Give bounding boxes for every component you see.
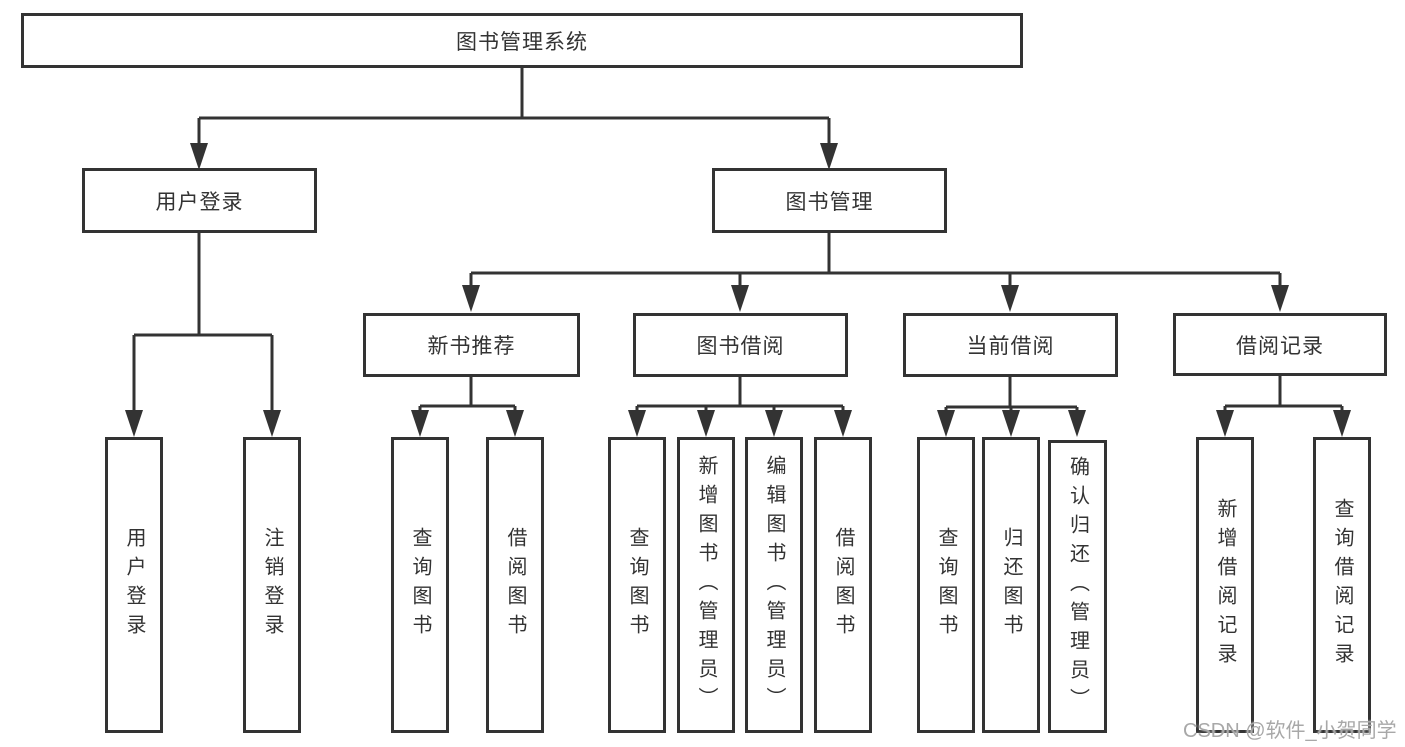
node-label: 查询图书 [626, 527, 648, 643]
node-book-borrow: 图书借阅 [633, 313, 848, 377]
node-label: 编辑图书（管理员） [763, 454, 785, 716]
node-label: 借阅图书 [832, 527, 854, 643]
node-leaf-logout: 注销登录 [243, 437, 301, 733]
node-leaf-user-login: 用户登录 [105, 437, 163, 733]
node-label: 查询借阅记录 [1331, 498, 1353, 672]
node-leaf-borrow-books: 借阅图书 [814, 437, 872, 733]
node-label: 图书管理 [785, 190, 874, 214]
watermark: CSDN @软件_小贺同学 [1183, 720, 1397, 742]
node-label: 借阅记录 [1236, 334, 1324, 358]
node-leaf-confirm-return-admin: 确认归还（管理员） [1048, 440, 1107, 733]
node-label: 用户登录 [155, 190, 244, 214]
node-new-book-recommend: 新书推荐 [363, 313, 580, 377]
node-label: 查询图书 [935, 527, 957, 643]
node-leaf-query-borrow-record: 查询借阅记录 [1313, 437, 1371, 733]
node-label: 查询图书 [409, 527, 431, 643]
node-label: 图书借阅 [696, 335, 785, 358]
node-label: 当前借阅 [966, 335, 1055, 358]
node-leaf-edit-books-admin: 编辑图书（管理员） [745, 437, 803, 733]
node-leaf-add-borrow-record: 新增借阅记录 [1196, 437, 1254, 733]
node-leaf-borrow-books-recommend: 借阅图书 [486, 437, 544, 733]
node-label: 新书推荐 [427, 335, 516, 358]
node-leaf-query-books-current: 查询图书 [917, 437, 975, 733]
node-borrow-record: 借阅记录 [1173, 313, 1387, 376]
node-label: 用户登录 [123, 527, 145, 643]
node-current-borrow: 当前借阅 [903, 313, 1118, 377]
node-label: 图书管理系统 [456, 30, 588, 54]
node-label: 借阅图书 [504, 527, 526, 643]
node-leaf-add-books-admin: 新增图书（管理员） [677, 437, 735, 733]
node-leaf-return-books: 归还图书 [982, 437, 1040, 733]
node-leaf-query-books-recommend: 查询图书 [391, 437, 449, 733]
node-label: 确认归还（管理员） [1066, 456, 1089, 717]
node-leaf-query-books-borrow: 查询图书 [608, 437, 666, 733]
node-label: 注销登录 [261, 527, 283, 643]
node-label: 新增借阅记录 [1214, 498, 1236, 672]
node-book-management: 图书管理 [712, 168, 947, 233]
node-label: 归还图书 [1000, 527, 1022, 643]
node-label: 新增图书（管理员） [695, 454, 717, 716]
node-user-login: 用户登录 [82, 168, 317, 233]
node-root: 图书管理系统 [21, 13, 1023, 68]
